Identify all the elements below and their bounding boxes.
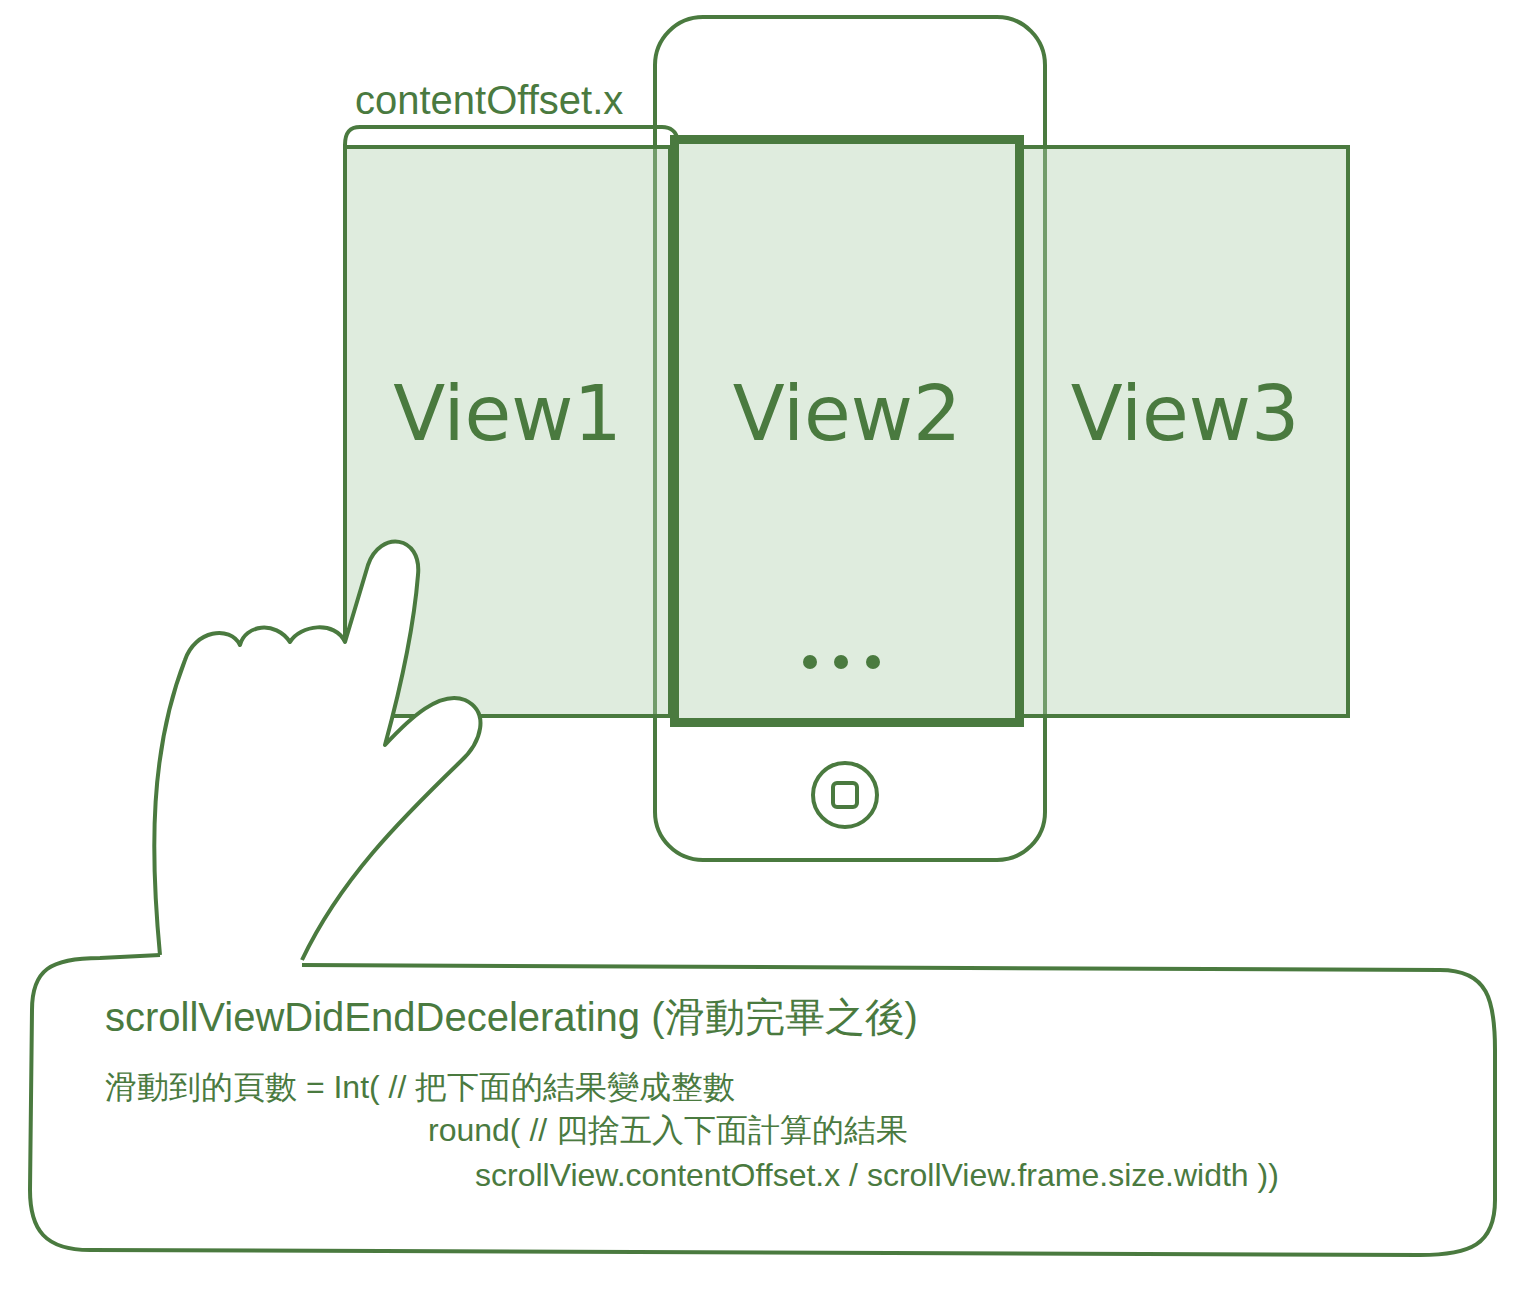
view-box: View3	[1020, 145, 1350, 718]
phone-outline	[655, 17, 1045, 860]
callout-bubble: scrollViewDidEndDecelerating (滑動完畢之後) 滑動到…	[30, 955, 1495, 1255]
offset-label: contentOffset.x	[355, 78, 623, 122]
home-button-square	[833, 783, 857, 807]
view-label: View3	[1071, 368, 1300, 459]
callout-outline	[30, 955, 1495, 1255]
code-line: round( // 四捨五入下面計算的結果	[428, 1111, 908, 1149]
code-line: 滑動到的頁數 = Int( // 把下面的結果變成整數	[105, 1068, 735, 1106]
view-label: View1	[393, 368, 622, 459]
home-button	[813, 763, 877, 827]
current-view-box: View2	[670, 135, 1024, 727]
offset-bracket	[345, 127, 678, 145]
code-line: scrollView.contentOffset.x / scrollView.…	[475, 1156, 1279, 1194]
view-label: View2	[733, 368, 962, 459]
view-box: View1	[343, 145, 672, 718]
callout-heading: scrollViewDidEndDecelerating (滑動完畢之後)	[105, 993, 918, 1041]
